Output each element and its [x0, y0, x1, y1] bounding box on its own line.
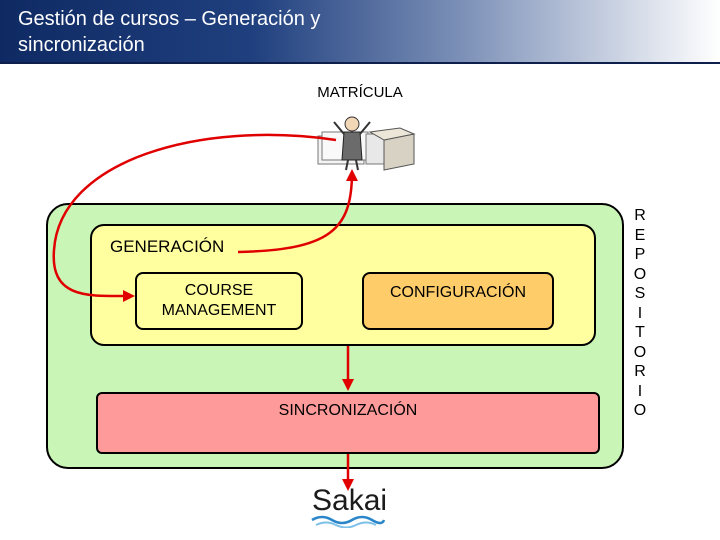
repositorio-letter: R [634, 363, 646, 380]
matricula-label: MATRÍCULA [317, 84, 403, 101]
page-title: Gestión de cursos – Generación y sincron… [18, 8, 321, 56]
sincronizacion-label: SINCRONIZACIÓN [278, 402, 418, 419]
sakai-logo-text: Sakai [312, 484, 388, 517]
arrow-generacion-to-matricula [237, 169, 358, 254]
repositorio-letter: O [633, 265, 647, 283]
matricula-clipart-icon [317, 116, 416, 171]
repositorio-letter: E [634, 226, 646, 244]
course-management-box: COURSE MANAGEMENT [135, 272, 303, 330]
configuracion-label: CONFIGURACIÓN [390, 284, 526, 301]
configuracion-box: CONFIGURACIÓN [362, 272, 554, 330]
repositorio-letter: O [633, 402, 647, 419]
title-bar: Gestión de cursos – Generación y sincron… [0, 0, 720, 64]
sakai-logo: Sakai [308, 484, 388, 528]
sincronizacion-box: SINCRONIZACIÓN [96, 392, 600, 454]
course-management-label: COURSE MANAGEMENT [161, 282, 277, 319]
repositorio-letter: I [637, 304, 643, 322]
repositorio-letter: P [634, 246, 646, 263]
sakai-wave-icon [311, 515, 386, 528]
repositorio-letter: T [635, 324, 645, 341]
arrow-matricula-to-course [52, 133, 337, 303]
generacion-label: GENERACIÓN [110, 237, 225, 256]
repositorio-letter: S [634, 285, 646, 302]
repositorio-letter: O [633, 343, 647, 361]
repositorio-letter: I [637, 382, 643, 400]
repositorio-letter: R [634, 207, 646, 224]
